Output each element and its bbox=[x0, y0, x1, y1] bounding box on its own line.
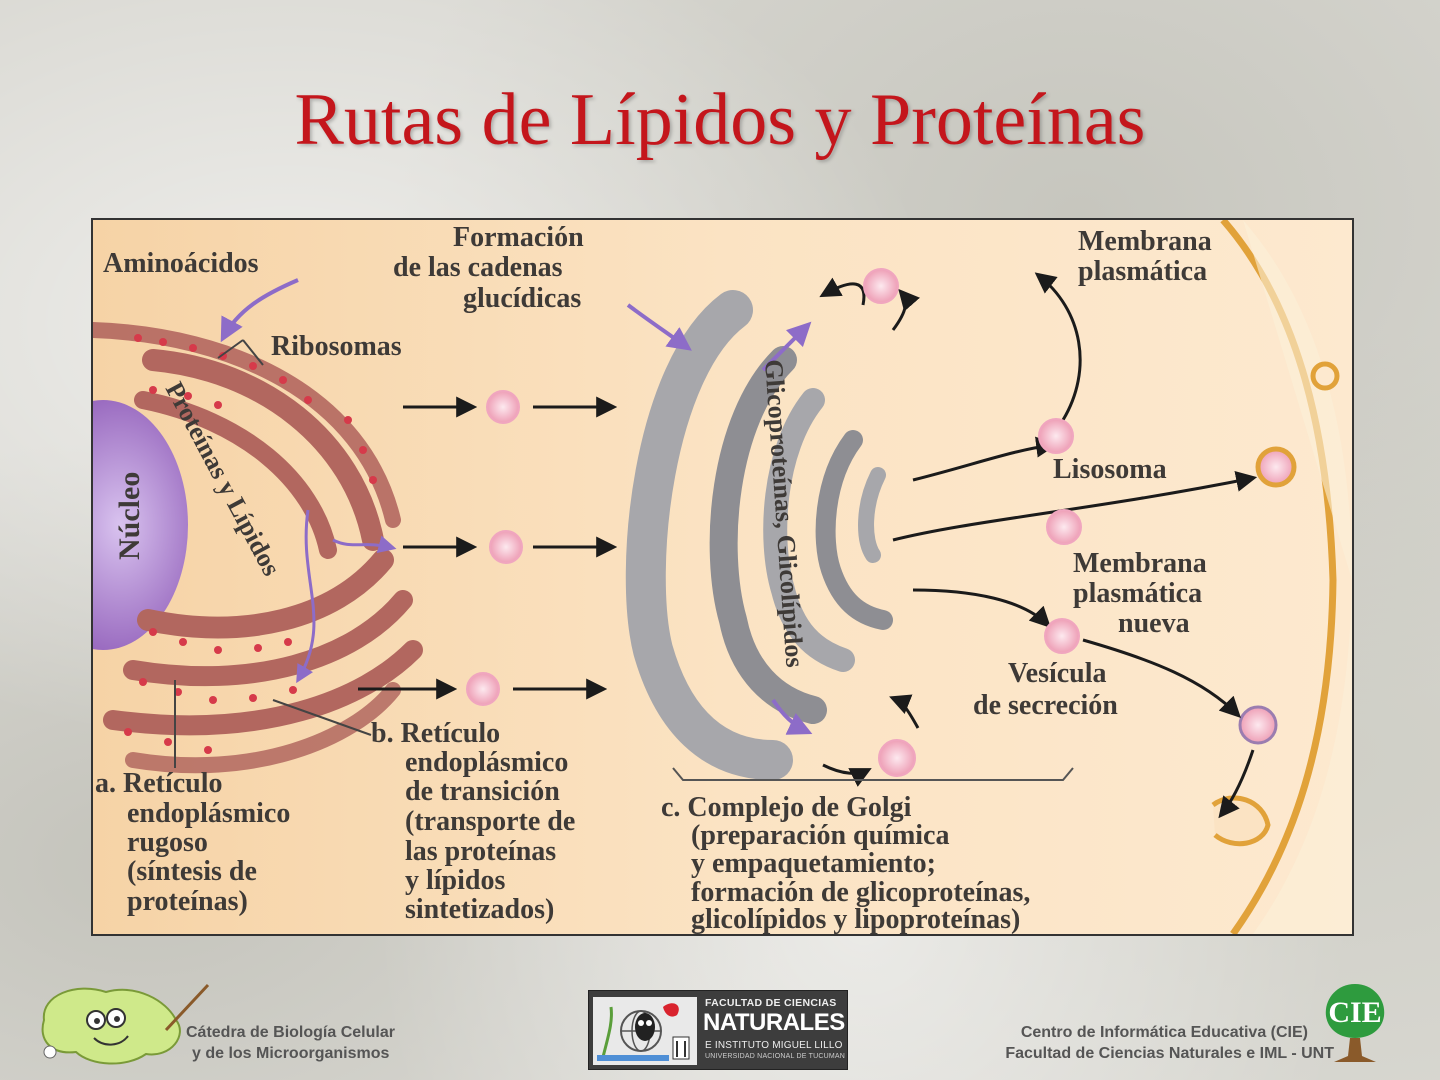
label-vesicula-l1: Vesícula bbox=[1008, 658, 1107, 689]
svg-text:CIE: CIE bbox=[1328, 996, 1381, 1029]
label-formacion-l2: de las cadenas bbox=[393, 252, 563, 283]
label-ribosomas: Ribosomas bbox=[271, 331, 402, 362]
label-membrana-nueva-l1: Membrana bbox=[1073, 548, 1207, 579]
label-membrana-l2: plasmática bbox=[1078, 256, 1207, 287]
label-a-l3: rugoso bbox=[127, 827, 208, 858]
label-b-l3: de transición bbox=[405, 776, 560, 807]
label-membrana-l1: Membrana bbox=[1078, 226, 1212, 257]
faculty-logo: FACULTAD DE CIENCIAS NATURALES E INSTITU… bbox=[588, 990, 848, 1070]
footer-right-line1: Centro de Informática Educativa (CIE) bbox=[1020, 1024, 1308, 1041]
faculty-logo-line2: NATURALES bbox=[703, 1009, 845, 1036]
label-membrana-nueva-l2: plasmática bbox=[1073, 578, 1202, 609]
label-aminoacidos: Aminoácidos bbox=[103, 248, 259, 279]
label-b-l1: b. Retículo bbox=[371, 718, 500, 749]
footer-right-line2: Facultad de Ciencias Naturales e IML - U… bbox=[1005, 1045, 1334, 1062]
faculty-logo-line3: E INSTITUTO MIGUEL LILLO bbox=[705, 1040, 843, 1051]
label-nucleo: Núcleo bbox=[113, 472, 146, 560]
footer-left-text: Cátedra de Biología Celular y de los Mic… bbox=[186, 1022, 395, 1064]
label-membrana-nueva-l3: nueva bbox=[1118, 608, 1190, 639]
label-a-l2: endoplásmico bbox=[127, 798, 290, 829]
transport-arrows bbox=[358, 272, 1258, 819]
label-b-l6: y lípidos bbox=[405, 865, 505, 896]
faculty-logo-line1: FACULTAD DE CIENCIAS bbox=[705, 997, 837, 1009]
label-c-l1: c. Complejo de Golgi bbox=[661, 792, 912, 823]
vesicles bbox=[466, 268, 1082, 777]
ribosome-dots bbox=[124, 334, 377, 754]
label-c-l5: glicolípidos y lipoproteínas) bbox=[691, 904, 1020, 934]
label-b-l5: las proteínas bbox=[405, 836, 556, 867]
label-a-l1: a. Retículo bbox=[95, 768, 223, 799]
label-vesicula-l2: de secreción bbox=[973, 690, 1118, 721]
label-formacion-l3: glucídicas bbox=[463, 283, 581, 314]
label-a-l4: (síntesis de bbox=[127, 856, 257, 887]
label-lisosoma: Lisosoma bbox=[1053, 454, 1167, 485]
label-c-l3: y empaquetamiento; bbox=[691, 848, 936, 879]
footer-left-line2: y de los Microorganismos bbox=[192, 1045, 390, 1062]
golgi-complex bbox=[625, 290, 893, 780]
label-c-l2: (preparación química bbox=[691, 820, 949, 851]
microbe-mascot-logo bbox=[36, 980, 216, 1070]
label-b-l2: endoplásmico bbox=[405, 747, 568, 778]
label-a-l5: proteínas) bbox=[127, 886, 248, 917]
label-b-l7: sintetizados) bbox=[405, 894, 554, 925]
label-b-l4: (transporte de bbox=[405, 806, 575, 837]
nucleus bbox=[93, 400, 188, 650]
footer-left-line1: Cátedra de Biología Celular bbox=[186, 1024, 395, 1041]
slide-title: Rutas de Lípidos y Proteínas bbox=[294, 79, 1146, 161]
cell-diagram: Aminoácidos Ribosomas Formación de las c… bbox=[91, 218, 1354, 936]
footer-right-text: Centro de Informática Educativa (CIE) Fa… bbox=[1005, 1022, 1334, 1064]
label-c-l4: formación de glicoproteínas, bbox=[691, 877, 1030, 908]
cie-tree-logo: CIE bbox=[1322, 982, 1388, 1064]
label-formacion-l1: Formación bbox=[453, 222, 584, 253]
faculty-logo-line4: UNIVERSIDAD NACIONAL DE TUCUMAN bbox=[705, 1053, 845, 1060]
